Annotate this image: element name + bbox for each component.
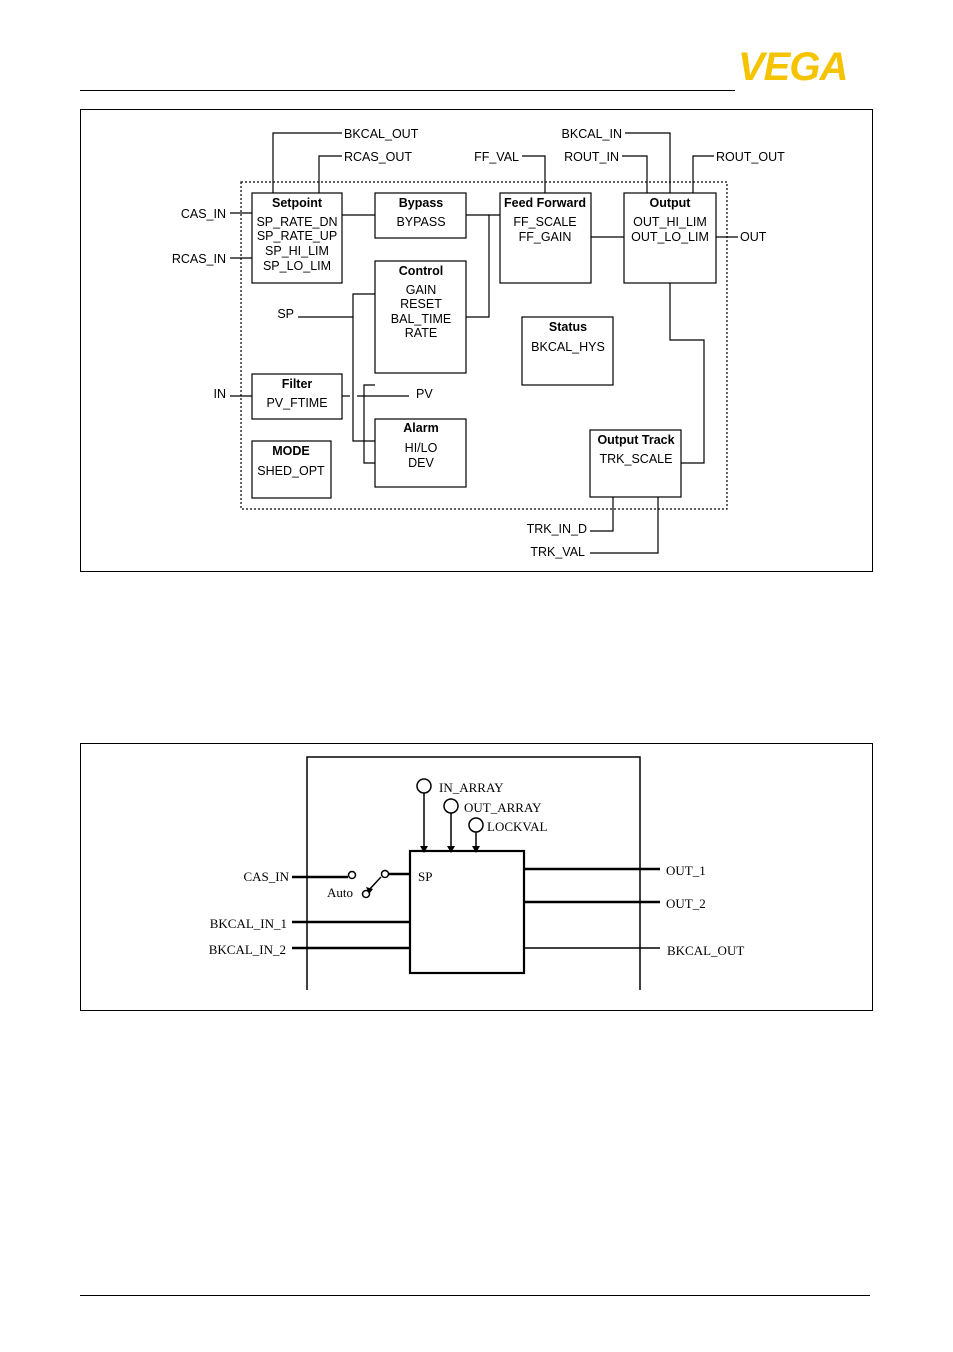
footer-rule bbox=[80, 1295, 870, 1296]
rout-in-label: ROUT_IN bbox=[564, 150, 619, 164]
feedforward-param: FF_SCALE bbox=[513, 215, 576, 229]
output-track-box bbox=[589, 429, 682, 498]
switch-contact-cas bbox=[347, 870, 357, 880]
trk-in-d-label: TRK_IN_D bbox=[527, 522, 587, 536]
trk-val-line bbox=[590, 497, 659, 554]
vega-logo: VEGA bbox=[738, 45, 848, 89]
rcas-out-line bbox=[318, 155, 342, 193]
alarm-box bbox=[374, 418, 467, 488]
feedforward-box bbox=[499, 192, 592, 284]
bkcal-in-1-label: BKCAL_IN_1 bbox=[210, 916, 287, 931]
status-box bbox=[521, 316, 614, 386]
pv-bus-line bbox=[363, 384, 375, 464]
function-block-boundary bbox=[240, 181, 728, 510]
splitter-block-diagram-frame bbox=[80, 743, 873, 1011]
out-array-label: OUT_ARRAY bbox=[464, 800, 542, 815]
in-array-connector bbox=[416, 778, 432, 794]
out-2-label: OUT_2 bbox=[666, 896, 706, 911]
alarm-title: Alarm bbox=[403, 421, 438, 435]
filter-title: Filter bbox=[282, 377, 313, 391]
rout-out-line bbox=[692, 155, 714, 193]
lockval-connector bbox=[468, 817, 484, 833]
pid-block-diagram: Setpoint SP_RATE_DN SP_RATE_UP SP_HI_LIM… bbox=[172, 127, 785, 559]
alarm-param: HI/LO bbox=[405, 441, 438, 455]
bkcal-in-2-label: BKCAL_IN_2 bbox=[209, 942, 286, 957]
lockval-label: LOCKVAL bbox=[487, 819, 547, 834]
output-param: OUT_HI_LIM bbox=[633, 215, 707, 229]
rout-out-label: ROUT_OUT bbox=[716, 150, 785, 164]
pv-label: PV bbox=[416, 387, 433, 401]
feedforward-title: Feed Forward bbox=[504, 196, 586, 210]
trk-val-label: TRK_VAL bbox=[530, 545, 585, 559]
setpoint-param: SP_LO_LIM bbox=[263, 259, 331, 273]
out-1-label: OUT_1 bbox=[666, 863, 706, 878]
output-box bbox=[623, 192, 717, 284]
bypass-param: BYPASS bbox=[396, 215, 445, 229]
auto-label: Auto bbox=[327, 885, 353, 900]
bypass-title: Bypass bbox=[399, 196, 444, 210]
lockval-arrowhead bbox=[472, 846, 480, 853]
in-label: IN bbox=[214, 387, 227, 401]
feedforward-param: FF_GAIN bbox=[519, 230, 572, 244]
control-param: GAIN bbox=[406, 283, 437, 297]
bypass-box bbox=[374, 192, 467, 239]
status-param: BKCAL_HYS bbox=[531, 340, 605, 354]
bkcal-out-line bbox=[272, 132, 342, 193]
cas-in-label: CAS_IN bbox=[243, 869, 289, 884]
trk-in-d-line bbox=[590, 497, 614, 532]
mode-param: SHED_OPT bbox=[257, 464, 325, 478]
header-rule bbox=[80, 90, 735, 91]
setpoint-param: SP_RATE_UP bbox=[257, 229, 337, 243]
mode-title: MODE bbox=[272, 444, 310, 458]
ff-val-line bbox=[522, 155, 546, 193]
control-box bbox=[374, 260, 467, 374]
status-title: Status bbox=[549, 320, 587, 334]
ff-val-label: FF_VAL bbox=[474, 150, 519, 164]
out-array-arrowhead bbox=[447, 846, 455, 853]
sp-label: SP bbox=[418, 869, 432, 884]
cas-in-label: CAS_IN bbox=[181, 207, 226, 221]
outer-block-outline bbox=[306, 756, 641, 990]
in-array-label: IN_ARRAY bbox=[439, 780, 504, 795]
bkcal-in-line bbox=[625, 132, 671, 193]
pid-block-diagram-frame bbox=[80, 109, 873, 572]
switch-arrowhead bbox=[366, 887, 373, 894]
switch-contact-auto bbox=[361, 889, 371, 899]
alarm-param: DEV bbox=[408, 456, 434, 470]
control-output-line bbox=[466, 214, 500, 318]
setpoint-box bbox=[251, 192, 343, 284]
rcas-out-label: RCAS_OUT bbox=[344, 150, 412, 164]
output-title: Output bbox=[650, 196, 692, 210]
switch-contact-sp bbox=[380, 869, 390, 879]
out-label: OUT bbox=[740, 230, 767, 244]
sp-label: SP bbox=[277, 307, 294, 321]
setpoint-param: SP_HI_LIM bbox=[265, 244, 329, 258]
out-array-connector bbox=[443, 798, 459, 814]
control-param: RESET bbox=[400, 297, 442, 311]
splitter-block-diagram: IN_ARRAY OUT_ARRAY LOCKVAL CAS_IN Auto S… bbox=[209, 756, 744, 990]
output-param: OUT_LO_LIM bbox=[631, 230, 709, 244]
bkcal-out-label: BKCAL_OUT bbox=[344, 127, 419, 141]
control-param: RATE bbox=[405, 326, 437, 340]
setpoint-param: SP_RATE_DN bbox=[256, 215, 337, 229]
control-param: BAL_TIME bbox=[391, 312, 451, 326]
output-track-param: TRK_SCALE bbox=[600, 452, 673, 466]
rcas-in-label: RCAS_IN bbox=[172, 252, 226, 266]
in-array-arrowhead bbox=[420, 846, 428, 853]
bkcal-in-label: BKCAL_IN bbox=[562, 127, 622, 141]
filter-param: PV_FTIME bbox=[266, 396, 327, 410]
rout-in-line bbox=[622, 155, 648, 193]
bkcal-out-label: BKCAL_OUT bbox=[667, 943, 744, 958]
output-track-title: Output Track bbox=[597, 433, 674, 447]
output-track-feedback-line bbox=[669, 283, 705, 464]
sp-box bbox=[408, 849, 526, 975]
control-title: Control bbox=[399, 264, 443, 278]
setpoint-title: Setpoint bbox=[272, 196, 323, 210]
mode-box bbox=[251, 440, 332, 499]
